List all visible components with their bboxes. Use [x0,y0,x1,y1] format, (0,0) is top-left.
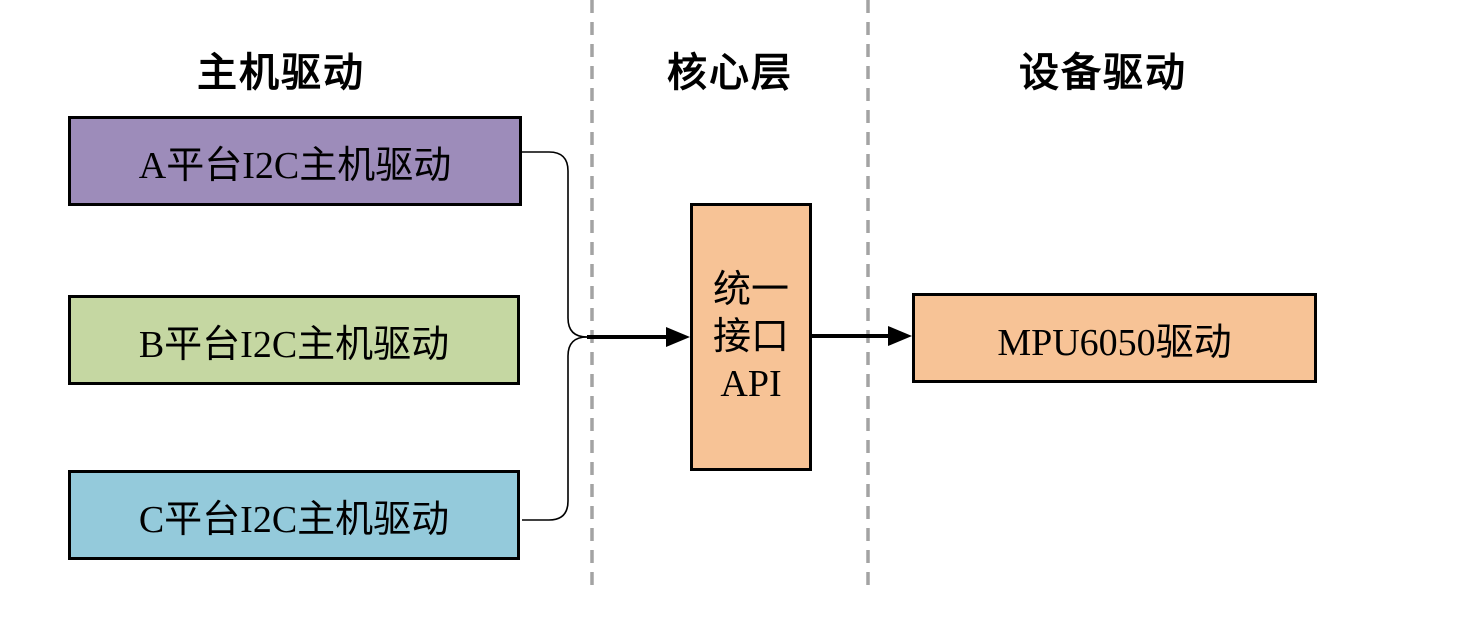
connector-host-a-curve [522,151,588,338]
unified-api-label: 统一 接口 API [713,267,789,408]
node-platform-a-label: A平台I2C主机驱动 [138,144,452,187]
node-platform-c-i2c-host-driver: C平台I2C主机驱动 [68,470,520,560]
node-platform-a-i2c-host-driver: A平台I2C主机驱动 [68,116,522,206]
unified-api-label-line3: API [720,362,782,405]
node-mpu6050-label: MPU6050驱动 [997,321,1232,364]
column-header-device-driver: 设备驱动 [1019,50,1187,95]
node-platform-c-label: C平台I2C主机驱动 [138,498,450,541]
node-unified-interface-api: 统一 接口 API [690,203,812,471]
unified-api-label-line1: 统一 [712,268,789,311]
node-platform-b-i2c-host-driver: B平台I2C主机驱动 [68,295,520,385]
column-header-host-driver: 主机驱动 [197,50,365,95]
unified-api-label-line2: 接口 [712,315,789,358]
connector-host-c-curve [522,336,588,521]
arrow-merge-to-api-head [666,327,690,347]
column-header-core-layer: 核心层 [667,50,793,95]
node-mpu6050-driver: MPU6050驱动 [912,293,1317,383]
arrow-api-to-mpu-head [888,326,912,346]
node-platform-b-label: B平台I2C主机驱动 [138,323,450,366]
